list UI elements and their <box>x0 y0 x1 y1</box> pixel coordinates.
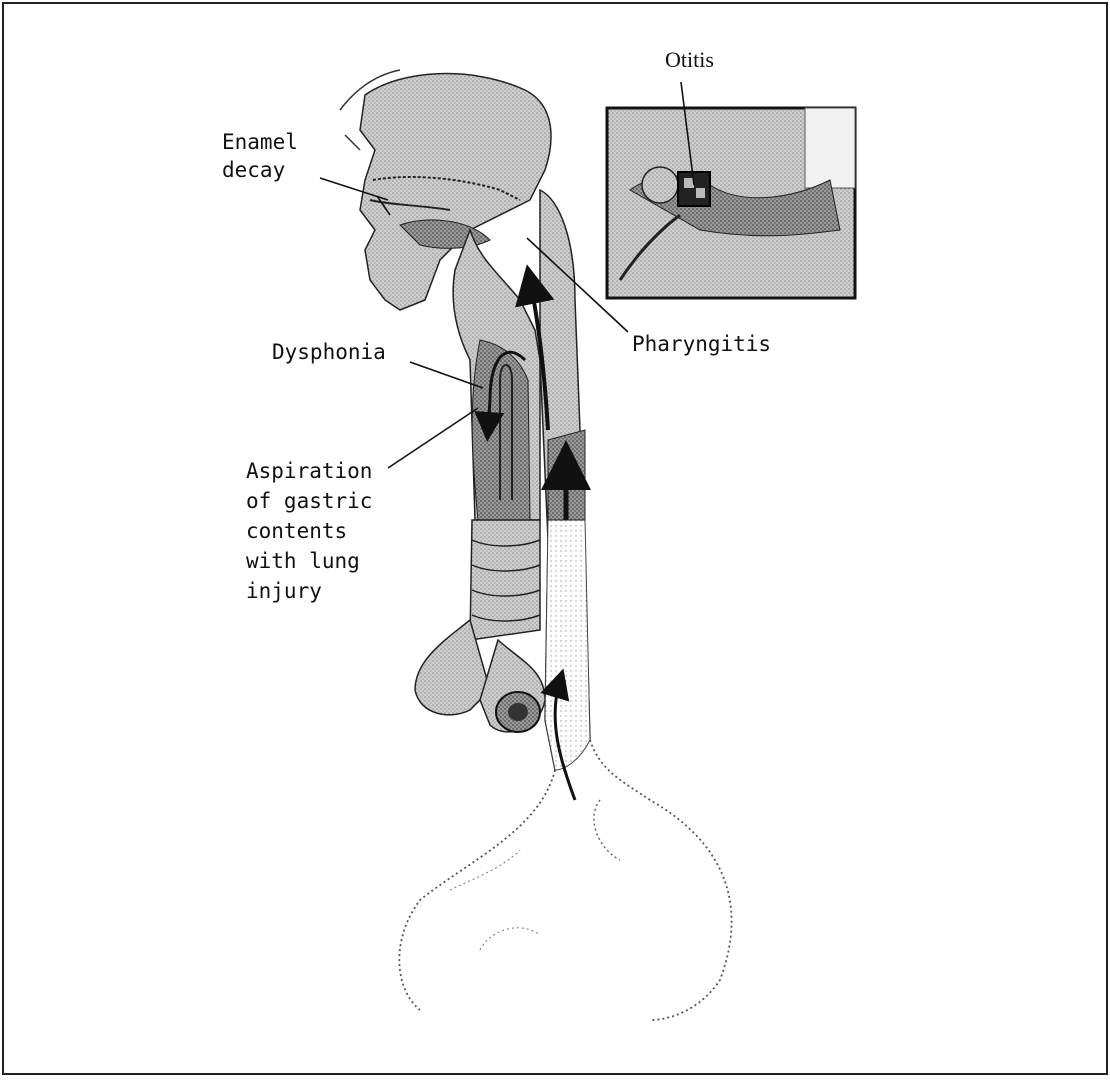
label-aspiration: Aspiration of gastric contents with lung… <box>246 456 372 606</box>
stomach <box>399 740 731 1020</box>
head-region <box>340 70 551 310</box>
ear-inset <box>607 108 855 298</box>
label-enamel-decay: Enamel decay <box>222 128 298 184</box>
aspiration-leader <box>388 408 478 468</box>
trachea <box>415 520 545 732</box>
label-otitis: Otitis <box>665 46 714 74</box>
pharynx-larynx <box>453 230 540 520</box>
label-pharyngitis: Pharyngitis <box>632 330 771 358</box>
label-dysphonia: Dysphonia <box>272 338 386 366</box>
